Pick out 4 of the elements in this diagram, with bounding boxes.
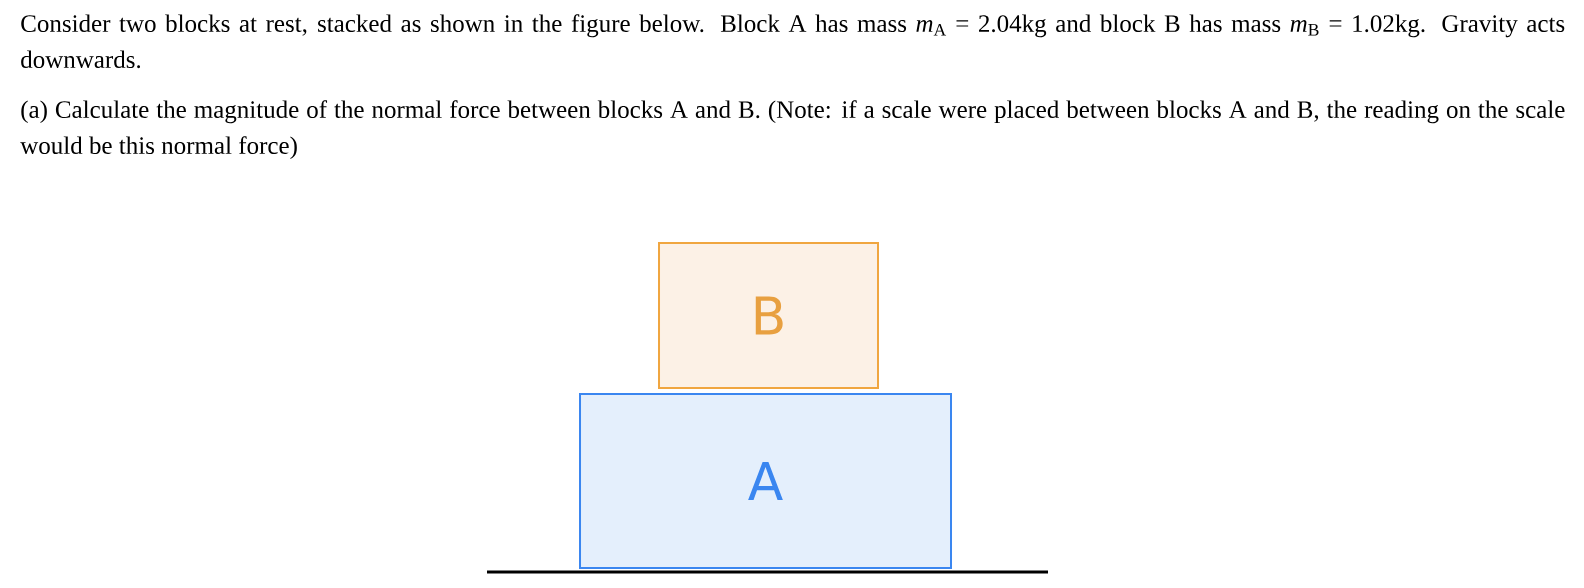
block: A bbox=[579, 393, 952, 569]
question-text: Consider two blocks at rest, stacked as shown in the figure below. Block A has mass m$_{A}$ = 2.04kg and block B has mass m$_{B}$ = 1.02kg. Gravity acts downwards. bbox=[21, 14, 1565, 69]
question-text: (a) Calculate the magnitude of the normal force between blocks A and B. (Note: if a scale were placed between blocks A and B, the reading on the scale would be this normal force) bbox=[20, 100, 1565, 160]
block: B bbox=[658, 242, 879, 389]
